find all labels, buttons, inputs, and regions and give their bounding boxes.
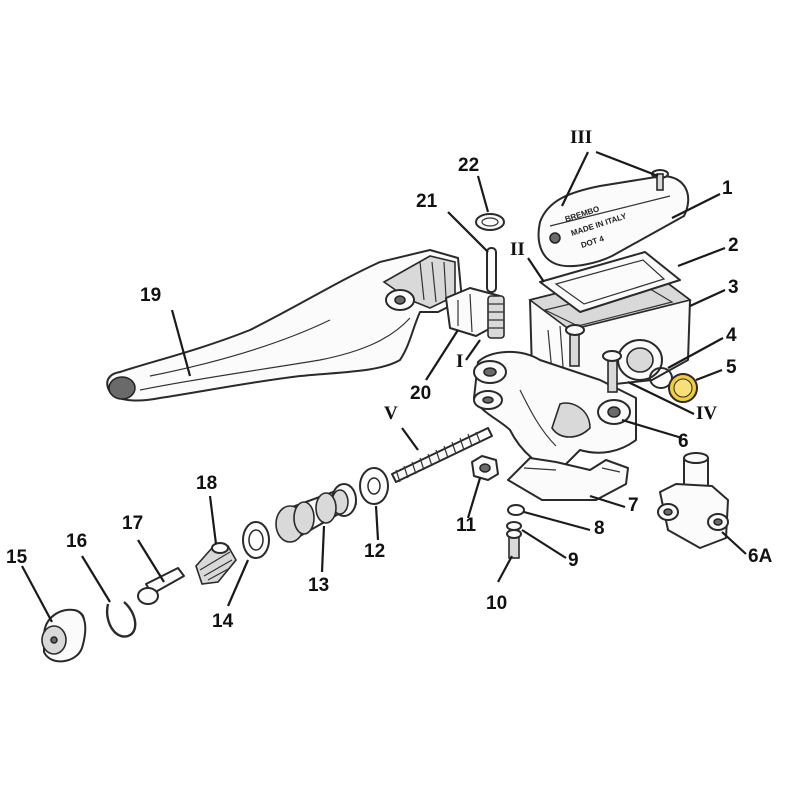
callout-12: 12 — [364, 541, 386, 562]
callout-6: 6 — [678, 431, 689, 452]
roman-IV: IV — [696, 403, 718, 424]
nut-part-11 — [471, 455, 499, 481]
callout-21: 21 — [416, 191, 438, 212]
roman-II: II — [510, 239, 525, 260]
washer-part-8 — [507, 504, 525, 516]
clamp-part-7 — [507, 457, 629, 501]
callout-13: 13 — [308, 575, 330, 596]
callout-15: 15 — [6, 547, 28, 568]
washer-part-12 — [359, 467, 389, 505]
piston-part-13 — [275, 483, 357, 543]
screw-part-10 — [506, 529, 522, 559]
callout-18: 18 — [196, 473, 218, 494]
callout-8: 8 — [594, 518, 605, 539]
callout-20: 20 — [410, 383, 432, 404]
roman-III: III — [570, 127, 593, 148]
callout-4: 4 — [726, 325, 737, 346]
clip-part-22 — [475, 213, 505, 231]
pin-part-21 — [486, 247, 497, 293]
callout-6a: 6A — [748, 546, 773, 567]
body-part-6 — [473, 350, 637, 471]
callout-22: 22 — [458, 155, 480, 176]
pushrod-part-17 — [137, 567, 185, 605]
callout-3: 3 — [728, 277, 739, 298]
callout-5: 5 — [726, 357, 737, 378]
callout-1: 1 — [722, 178, 733, 199]
callout-9: 9 — [568, 550, 579, 571]
callout-7: 7 — [628, 495, 639, 516]
callout-16: 16 — [66, 531, 88, 552]
spring-part-V — [391, 427, 493, 483]
callout-14: 14 — [212, 611, 234, 632]
callout-2: 2 — [728, 235, 739, 256]
roman-V: V — [384, 403, 398, 424]
bracket-part-20 — [445, 287, 505, 339]
plug-part-5 — [668, 373, 698, 403]
callout-19: 19 — [140, 285, 162, 306]
seal-part-14 — [242, 521, 270, 559]
boot-part-18 — [195, 542, 237, 585]
callout-10: 10 — [486, 593, 508, 614]
lever-part-19 — [106, 249, 463, 402]
cap-part-1: BREMBO MADE IN ITALY DOT 4 — [537, 175, 690, 268]
washer-part-9 — [506, 521, 522, 531]
clamp-part-6A — [657, 452, 729, 549]
leader-lines — [21, 150, 747, 623]
cap-part-15 — [41, 608, 87, 663]
gasket-part-2 — [539, 251, 681, 313]
callout-17: 17 — [122, 513, 144, 534]
callout-11: 11 — [456, 515, 477, 536]
roman-I: I — [456, 351, 464, 372]
circlip-part-16 — [105, 601, 137, 638]
bolts-I-IV — [565, 324, 622, 393]
